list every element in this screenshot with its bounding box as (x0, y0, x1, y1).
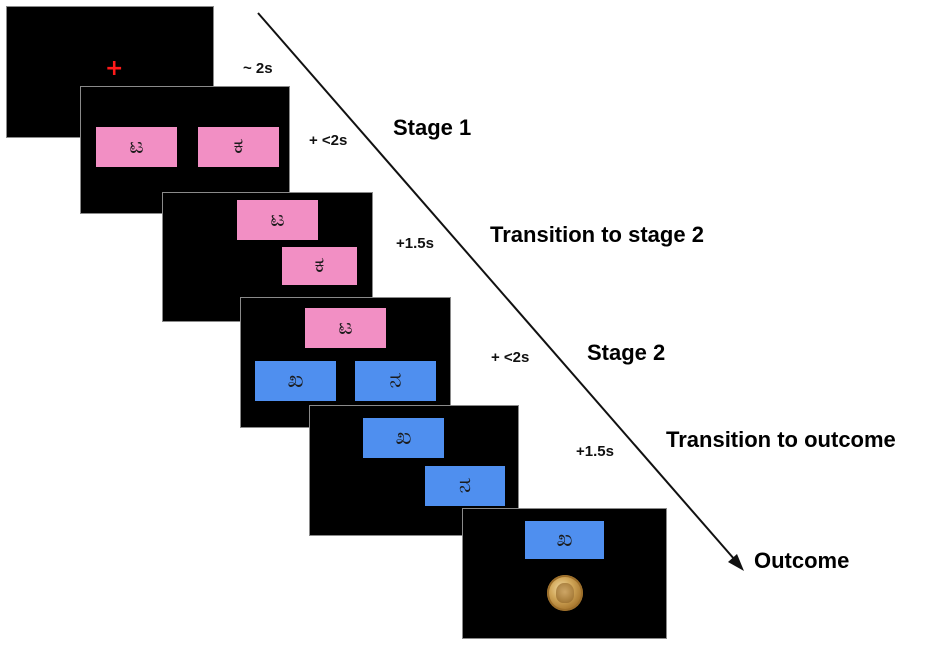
fixation-cross-icon: + (105, 56, 124, 81)
label-stage1: Stage 1 (393, 115, 472, 140)
label-transition-stage2: Transition to stage 2 (490, 222, 704, 247)
label-outcome: Outcome (754, 548, 850, 573)
timing-stage2: + <2s (491, 349, 530, 366)
moving-stage2-stimulus: ನ (425, 466, 505, 506)
timing-fixation: ~ 2s (243, 60, 273, 77)
timeline-arrow-line (257, 12, 736, 561)
stage2-left-stimulus: ಖ (255, 361, 336, 401)
coin-face-icon (556, 583, 574, 603)
stage1-right-stimulus: ಕ (198, 127, 279, 167)
moving-stage1-stimulus: ಕ (282, 247, 357, 285)
timeline-arrow-head (728, 554, 744, 571)
chosen-stage1-stimulus: ಟ (237, 200, 318, 240)
timing-transition-outcome: +1.5s (576, 443, 614, 460)
outcome-stage2-stimulus: ಖ (525, 521, 604, 559)
coin-icon (547, 575, 583, 611)
label-stage2: Stage 2 (587, 340, 666, 365)
outcome-screen: ಖ (462, 508, 667, 639)
stage1-left-stimulus: ಟ (96, 127, 177, 167)
stage2-right-stimulus: ನ (355, 361, 436, 401)
chosen-stage2-stimulus: ಖ (363, 418, 444, 458)
stage1-reminder-stimulus: ಟ (305, 308, 386, 348)
label-transition-outcome: Transition to outcome (666, 427, 896, 452)
stage2-choice-screen: ಟ ಖ ನ (240, 297, 451, 428)
timing-stage1: + <2s (309, 132, 348, 149)
stage1-choice-screen: ಟ ಕ (80, 86, 290, 214)
timing-transition-stage2: +1.5s (396, 235, 434, 252)
